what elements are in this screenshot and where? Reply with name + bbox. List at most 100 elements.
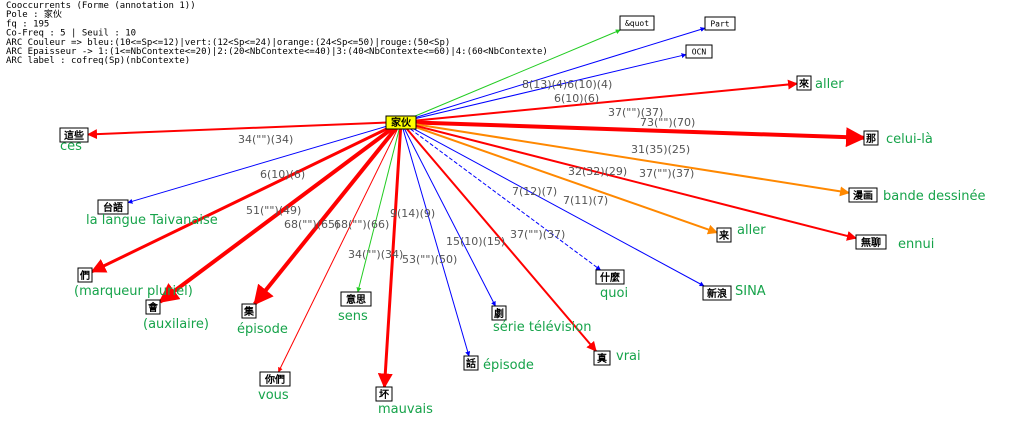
- translation-taiyu: la langue Taivanaise: [86, 213, 218, 228]
- node-label: 你們: [264, 373, 285, 386]
- node-box: [145, 299, 161, 315]
- edge-label-taiyu: 6(10)(6): [260, 168, 305, 181]
- info-line: Pole : 家伙: [6, 8, 62, 20]
- node-label: Part: [710, 20, 729, 29]
- edge-label-nimen: 6(10)(6): [554, 92, 599, 105]
- node-manhua[interactable]: 漫画: [848, 187, 878, 203]
- edges-layer: [87, 27, 866, 389]
- node-label: 這些: [64, 129, 84, 142]
- node-box: [863, 130, 879, 146]
- node-label: 来: [718, 229, 730, 242]
- edge-label-hui: 68("")(65): [284, 218, 339, 231]
- translation-hui: (auxilaire): [143, 317, 209, 332]
- translation-hua: épisode: [483, 358, 534, 373]
- node-hua[interactable]: 話: [463, 355, 479, 371]
- edge-label-ji: 68("")(66): [334, 218, 389, 231]
- node-ji[interactable]: 集: [241, 303, 257, 319]
- node-yisi[interactable]: 意思: [340, 291, 372, 307]
- node-wuliao[interactable]: 無聊: [855, 234, 887, 250]
- node-box: [97, 199, 129, 215]
- info-line: ARC Couleur => bleu:(10<=Sp<=12)|vert:(1…: [6, 38, 450, 48]
- translation-zhezhe: ces: [60, 139, 82, 154]
- node-men[interactable]: 們: [77, 267, 93, 283]
- node-zhezhe[interactable]: 這些: [59, 127, 89, 143]
- node-lai2[interactable]: 来: [716, 227, 732, 243]
- edge-label-lai1: 37("")(37): [608, 106, 663, 119]
- node-box: [716, 227, 732, 243]
- translation-nimen: vous: [258, 388, 289, 403]
- info-line: Cooccurrents (Forme (annotation 1)): [6, 1, 196, 11]
- edge-shenme: [400, 121, 601, 271]
- node-label: 無聊: [861, 236, 881, 249]
- node-label: OCN: [692, 48, 707, 57]
- node-shenme[interactable]: 什麼: [595, 269, 625, 285]
- node-label: 什麼: [600, 271, 620, 284]
- node-lai1[interactable]: 來: [796, 75, 812, 91]
- edge-label-xinlang: 7(11)(7): [563, 194, 608, 207]
- node-zhen[interactable]: 真: [593, 350, 611, 366]
- translation-wuliao: ennui: [898, 237, 934, 252]
- translation-huai: mauvais: [378, 402, 433, 417]
- node-box: [704, 16, 736, 31]
- node-part[interactable]: Part: [704, 16, 736, 31]
- node-nimen[interactable]: 你們: [259, 371, 291, 387]
- edge-taiyu: [127, 121, 402, 204]
- node-box: [619, 15, 655, 31]
- node-label: 們: [79, 269, 90, 282]
- node-box: [463, 355, 479, 371]
- node-box: [702, 285, 732, 301]
- node-label: 會: [147, 301, 159, 314]
- edge-wuliao: [400, 121, 857, 241]
- pole-node[interactable]: 家伙: [385, 115, 417, 130]
- edge-label-shenme: 7(12)(7): [512, 185, 557, 198]
- node-box: [848, 187, 878, 203]
- edge-lai1: [400, 79, 798, 123]
- node-huai[interactable]: 坏: [375, 386, 393, 402]
- info-line: fq : 195: [6, 19, 49, 29]
- edge-hua: [400, 121, 471, 357]
- node-ocn[interactable]: OCN: [685, 44, 713, 59]
- node-nei[interactable]: 那: [863, 130, 879, 146]
- edge-zhezhe: [87, 121, 402, 140]
- node-label: &quot: [625, 19, 649, 28]
- pole-box: [385, 115, 417, 130]
- translation-nei: celui-là: [886, 132, 933, 147]
- node-box: [59, 127, 89, 143]
- translation-ji: épisode: [237, 322, 288, 337]
- node-label: 新浪: [707, 287, 727, 300]
- edge-label-hua: 15(10)(15): [446, 235, 505, 248]
- node-label: 漫画: [853, 190, 873, 202]
- edge-label-nei: 73("")(70): [640, 116, 695, 129]
- edge-manhua: [400, 121, 850, 197]
- node-xinlang[interactable]: 新浪: [702, 285, 732, 301]
- translation-yisi: sens: [338, 309, 368, 324]
- info-line: ARC label : cofreq(Sp)(nbContexte): [6, 56, 190, 66]
- node-box: [685, 44, 713, 59]
- edge-label-yisi: 34("")(34): [348, 248, 403, 261]
- node-label: 意思: [346, 293, 366, 306]
- edge-label-men: 51("")(49): [246, 204, 301, 217]
- translation-ju: série télévision: [493, 320, 591, 335]
- node-quot[interactable]: &quot: [619, 15, 655, 31]
- node-label: 那: [866, 133, 876, 145]
- translation-men: (marqueur pluriel): [74, 284, 193, 299]
- edge-label-manhua: 31(35)(25): [631, 143, 690, 156]
- translation-shenme: quoi: [600, 286, 628, 301]
- node-label: 真: [597, 352, 607, 365]
- edge-lai2: [400, 121, 718, 235]
- edge-men: [90, 120, 402, 273]
- edge-hui: [158, 120, 403, 304]
- translation-zhen: vrai: [616, 349, 641, 364]
- node-ju[interactable]: 劇: [491, 305, 507, 321]
- info-line: ARC Epaisseur -> 1:(1<=NbContexte<=20)|2…: [6, 47, 548, 57]
- node-box: [595, 269, 625, 285]
- node-taiyu[interactable]: 台語: [97, 199, 129, 215]
- pole-label: 家伙: [391, 116, 412, 129]
- node-hui[interactable]: 會: [145, 299, 161, 315]
- edge-yisi: [356, 121, 402, 293]
- node-box: [491, 305, 507, 321]
- edge-label-lai2: 32(32)(29): [568, 165, 627, 178]
- edge-ocn: [400, 53, 687, 123]
- edge-part: [400, 27, 706, 123]
